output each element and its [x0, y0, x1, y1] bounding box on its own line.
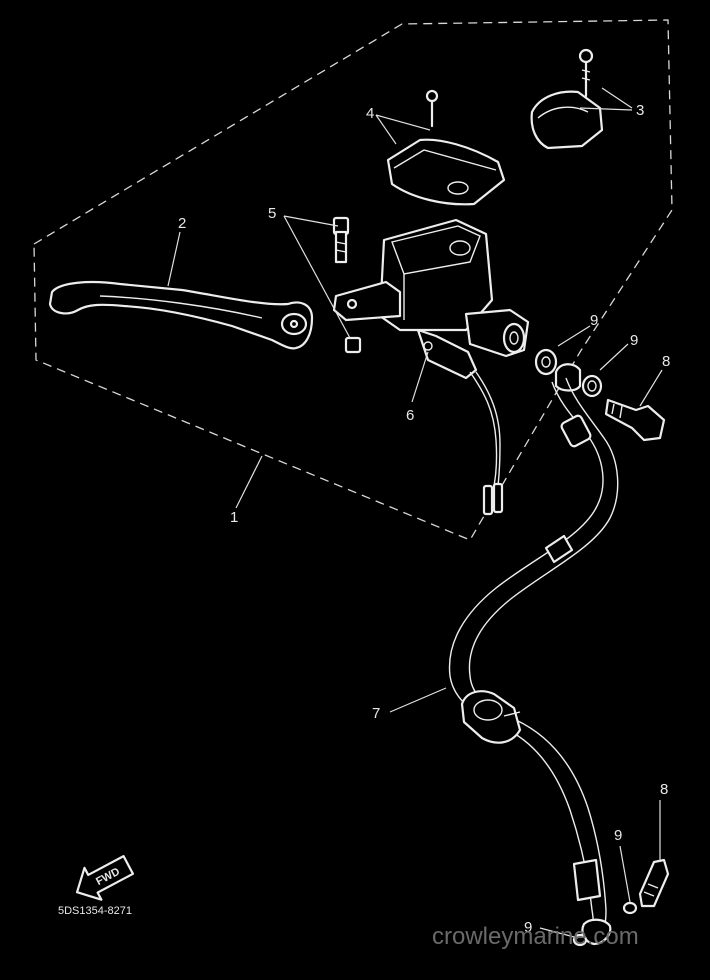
callout-1: 1 [230, 509, 238, 526]
reservoir-cap [386, 89, 506, 206]
clutch-lever [48, 280, 314, 350]
lever-holder [530, 48, 604, 150]
pivot-bolt-and-nut [332, 216, 362, 354]
callout-labels: 1 2 3 4 5 6 7 8 8 9 9 9 9 [178, 102, 670, 936]
master-cylinder-body [332, 218, 530, 358]
fwd-arrow-icon: FWD [75, 855, 135, 901]
callout-9-d: 9 [524, 919, 532, 936]
clutch-switch [416, 328, 504, 516]
callout-8-upper: 8 [662, 353, 670, 370]
callout-3: 3 [636, 102, 644, 119]
callout-8-lower: 8 [660, 781, 668, 798]
diagram-code: 5DS1354-8271 [58, 905, 132, 917]
assembly-boundary [33, 19, 673, 541]
callout-9-a: 9 [590, 312, 598, 329]
watermark: crowleymarine.com [432, 923, 639, 950]
upper-washers-and-union-bolt [534, 348, 666, 442]
leader-lines [167, 87, 663, 939]
callout-7: 7 [372, 705, 380, 722]
callout-4: 4 [366, 105, 374, 122]
callout-5: 5 [268, 205, 276, 222]
callout-2: 2 [178, 215, 186, 232]
clutch-hose [448, 377, 619, 946]
callout-6: 6 [406, 407, 414, 424]
callout-9-c: 9 [614, 827, 622, 844]
callout-9-b: 9 [630, 332, 638, 349]
